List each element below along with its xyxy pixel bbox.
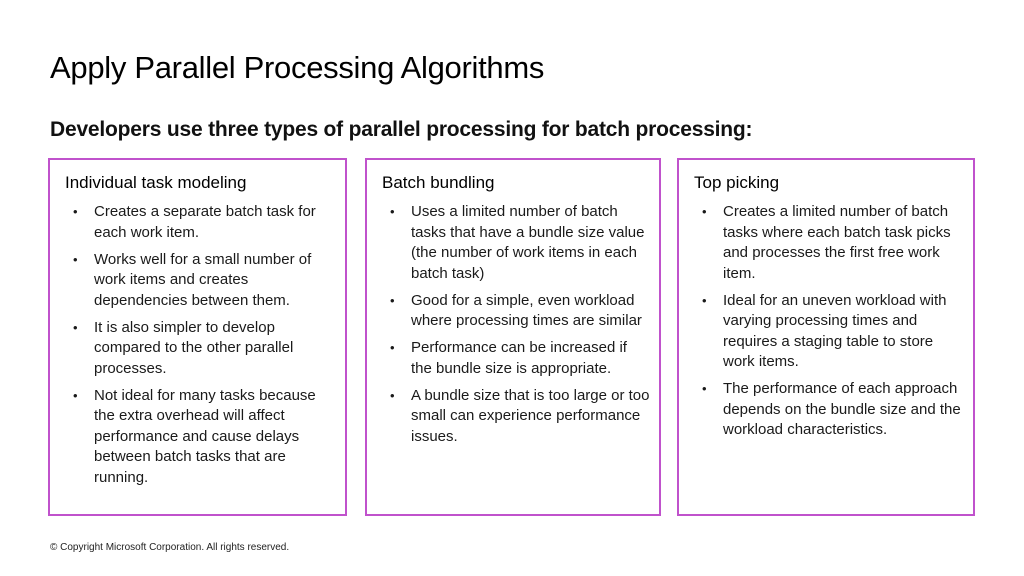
bullet-icon: • xyxy=(390,340,395,355)
card-top-picking: Top picking • Creates a limited number of… xyxy=(677,158,975,516)
card-heading: Batch bundling xyxy=(382,173,495,192)
list-item: • It is also simpler to develop compared … xyxy=(67,318,337,380)
list-item: • Ideal for an uneven workload with varyi… xyxy=(696,291,965,373)
copyright-notice: © Copyright Microsoft Corporation. All r… xyxy=(50,542,290,553)
bullet-text: It is also simpler to develop compared t… xyxy=(94,318,294,377)
bullet-text: The performance of each approach depends… xyxy=(723,380,961,438)
list-item: • Creates a limited number of batch tasks… xyxy=(696,202,965,284)
bullet-list: • Creates a limited number of batch tasks… xyxy=(696,202,965,447)
list-item: • Good for a simple, even workload where … xyxy=(384,291,651,332)
bullet-text: Not ideal for many tasks because the ext… xyxy=(94,386,316,486)
bullet-text: Performance can be increased if the bund… xyxy=(411,339,627,377)
bullet-text: Creates a separate batch task for each w… xyxy=(94,203,316,241)
bullet-text: Works well for a small number of work it… xyxy=(94,250,312,309)
card-heading: Individual task modeling xyxy=(65,173,247,192)
list-item: • Not ideal for many tasks because the ex… xyxy=(67,386,337,489)
list-item: • The performance of each approach depend… xyxy=(696,379,965,441)
bullet-text: Good for a simple, even workload where p… xyxy=(411,291,642,330)
list-item: • Creates a separate batch task for each … xyxy=(67,202,337,243)
slide-subtitle: Developers use three types of parallel p… xyxy=(50,118,753,141)
bullet-icon: • xyxy=(702,381,707,396)
bullet-icon: • xyxy=(73,204,78,219)
card-heading: Top picking xyxy=(694,173,780,192)
bullet-text: Creates a limited number of batch tasks … xyxy=(723,203,951,282)
list-item: • Performance can be increased if the bun… xyxy=(384,338,651,379)
bullet-icon: • xyxy=(390,204,395,219)
bullet-icon: • xyxy=(390,292,395,308)
bullet-icon: • xyxy=(702,292,707,308)
bullet-list: • Uses a limited number of batch tasks th… xyxy=(384,202,651,454)
bullet-text: A bundle size that is too large or too s… xyxy=(411,386,650,445)
list-item: • Uses a limited number of batch tasks th… xyxy=(384,202,651,284)
slide-title: Apply Parallel Processing Algorithms xyxy=(50,50,545,85)
bullet-list: • Creates a separate batch task for each … xyxy=(67,202,337,495)
card-batch-bundling: Batch bundling • Uses a limited number of… xyxy=(365,158,661,516)
bullet-icon: • xyxy=(702,204,707,219)
bullet-text: Uses a limited number of batch tasks tha… xyxy=(411,203,645,282)
list-item: • A bundle size that is too large or too … xyxy=(384,386,651,448)
bullet-icon: • xyxy=(73,319,78,335)
bullet-icon: • xyxy=(73,251,78,267)
bullet-icon: • xyxy=(390,387,395,403)
bullet-text: Ideal for an uneven workload with varyin… xyxy=(723,291,947,371)
card-individual-task-modeling: Individual task modeling • Creates a sepa… xyxy=(48,158,347,516)
bullet-icon: • xyxy=(73,387,78,403)
list-item: • Works well for a small number of work i… xyxy=(67,250,337,312)
